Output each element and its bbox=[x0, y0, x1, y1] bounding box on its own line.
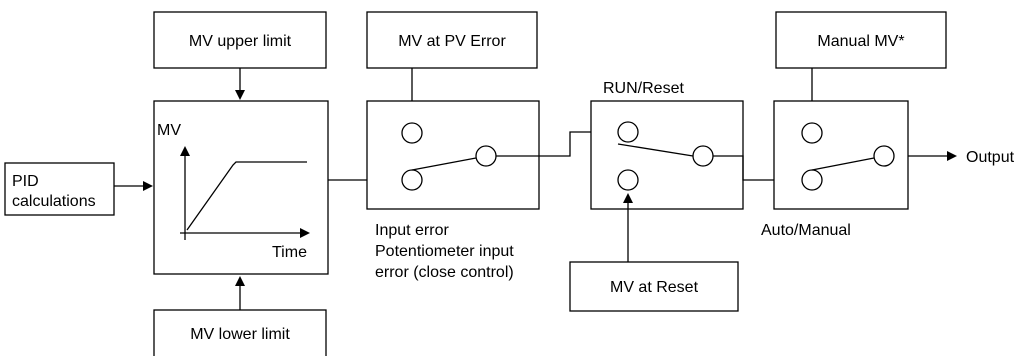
mv-at-pv-error-label: MV at PV Error bbox=[398, 33, 506, 50]
manual-switch-contact-arm bbox=[811, 157, 875, 171]
pv-error-caption-line1: Input error bbox=[375, 222, 449, 239]
run-switch-common-terminal bbox=[692, 145, 714, 167]
lower-limit-arrowhead bbox=[235, 276, 245, 286]
pid-calculations-box bbox=[4, 162, 115, 216]
pv-error-switch-block bbox=[366, 100, 540, 210]
run-switch-top-terminal bbox=[617, 121, 639, 143]
run-reset-to-manual-line bbox=[713, 155, 802, 181]
auto-manual-caption: Auto/Manual bbox=[761, 222, 851, 239]
mv-axis-label: MV bbox=[157, 122, 181, 139]
mv-limit-block bbox=[153, 100, 329, 275]
manual-switch-top-terminal bbox=[801, 122, 823, 144]
mv-at-pv-error-box bbox=[366, 11, 538, 69]
manual-mv-label: Manual MV* bbox=[817, 33, 904, 50]
mv-at-reset-label: MV at Reset bbox=[610, 279, 699, 296]
pv-switch-bottom-terminal bbox=[401, 169, 423, 191]
pid-label-line2: calculations bbox=[12, 193, 96, 210]
time-axis-label: Time bbox=[272, 244, 307, 261]
mv-lower-limit-box bbox=[153, 309, 327, 356]
mv-lower-limit-label: MV lower limit bbox=[190, 326, 290, 343]
output-label: Output bbox=[966, 149, 1015, 166]
mv-upper-limit-label: MV upper limit bbox=[189, 33, 292, 50]
pid-label-line1: PID bbox=[12, 173, 39, 190]
run-switch-bottom-terminal bbox=[617, 169, 639, 191]
run-reset-switch-block bbox=[590, 100, 744, 210]
run-reset-title: RUN/Reset bbox=[603, 80, 684, 97]
mv-limit-curve bbox=[186, 161, 307, 231]
manual-mv-box bbox=[775, 11, 947, 69]
pv-switch-top-terminal bbox=[401, 122, 423, 144]
upper-limit-arrowhead bbox=[235, 90, 245, 100]
pv-error-caption-line3: error (close control) bbox=[375, 264, 514, 281]
output-arrowhead bbox=[947, 151, 957, 161]
manual-switch-bottom-terminal bbox=[801, 169, 823, 191]
pid-to-limit-arrowhead bbox=[143, 181, 153, 191]
mv-graph-x-arrowhead bbox=[300, 228, 310, 238]
manual-switch-common-terminal bbox=[873, 145, 895, 167]
mv-graph-y-arrowhead bbox=[180, 146, 190, 156]
pv-switch-common-terminal bbox=[475, 145, 497, 167]
pv-switch-contact-arm bbox=[411, 157, 477, 171]
mv-upper-limit-box bbox=[153, 11, 327, 69]
mv-at-reset-box bbox=[569, 261, 739, 312]
run-switch-contact-arm bbox=[617, 143, 694, 157]
reset-arrowhead bbox=[623, 193, 633, 203]
pv-error-caption-line2: Potentiometer input bbox=[375, 243, 514, 260]
